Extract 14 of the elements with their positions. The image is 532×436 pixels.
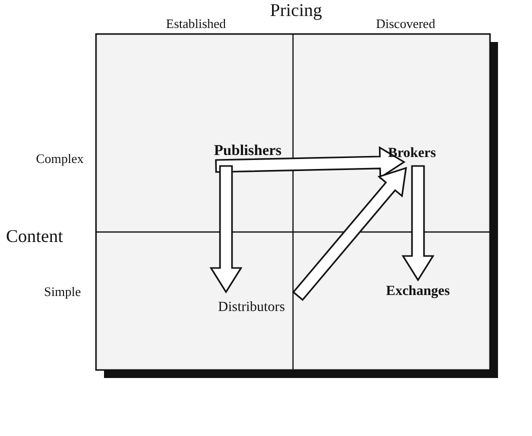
hollow-arrow (215, 146, 406, 179)
category-label: Publishers (214, 143, 282, 160)
hollow-arrow (402, 165, 434, 282)
category-label: Brokers (388, 146, 436, 162)
axis-title: Pricing (270, 0, 322, 21)
axis-label: Discovered (376, 16, 436, 32)
hollow-arrow (292, 166, 407, 302)
axis-label: Established (166, 16, 226, 32)
hollow-arrow (210, 165, 242, 294)
axis-label: Complex (36, 151, 84, 167)
category-label: Exchanges (386, 284, 450, 300)
axis-title: Content (6, 226, 63, 247)
category-label: Distributors (218, 300, 285, 316)
axis-label: Simple (44, 284, 81, 300)
